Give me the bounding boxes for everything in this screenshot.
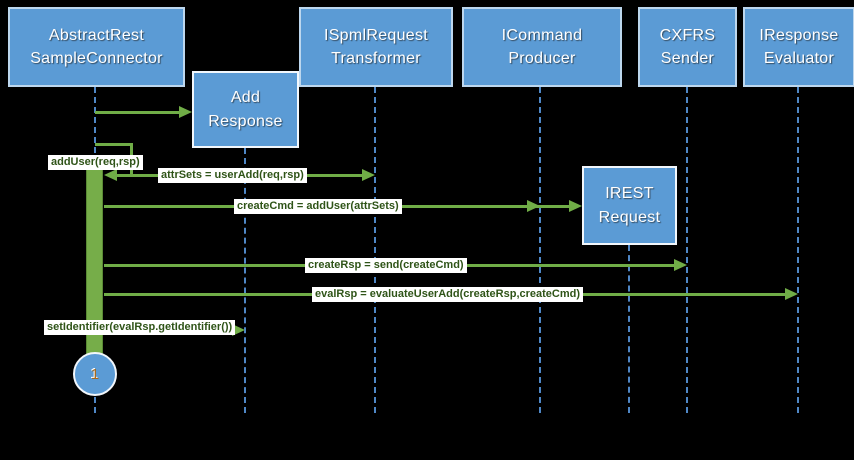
arrowhead-icon bbox=[104, 169, 117, 181]
step-number: 1 bbox=[90, 365, 100, 383]
lifeline-irest-request bbox=[628, 245, 630, 413]
participant-label-line2: Sender bbox=[660, 50, 715, 67]
object-label-line2: Response bbox=[208, 112, 283, 130]
object-box-add-response: Add Response bbox=[192, 71, 299, 148]
participant-box-cxfrs-sender: CXFRS Sender bbox=[638, 7, 737, 87]
message-label-create-rsp: createRsp = send(createCmd) bbox=[305, 258, 467, 273]
participant-box-ispml-request-transformer: ISpmlRequest Transformer bbox=[299, 7, 453, 87]
arrowhead-icon bbox=[232, 324, 245, 336]
arrowhead-icon bbox=[785, 288, 798, 300]
participant-box-icommand-producer: ICommand Producer bbox=[462, 7, 622, 87]
lifeline-iresponse-evaluator bbox=[797, 87, 799, 413]
participant-label-line2: Producer bbox=[508, 50, 576, 67]
arrowhead-icon bbox=[527, 200, 540, 212]
message-arrow-self-loop-top bbox=[95, 143, 133, 146]
participant-label-line2: Transformer bbox=[331, 50, 421, 67]
object-label-line1: IREST bbox=[605, 185, 654, 203]
arrowhead-icon bbox=[179, 106, 192, 118]
participant-box-iresponse-evaluator: IResponse Evaluator bbox=[743, 7, 854, 87]
arrowhead-icon bbox=[569, 200, 582, 212]
lifeline-ispml-request-transformer bbox=[374, 87, 376, 413]
participant-label-line1: AbstractRest bbox=[48, 26, 145, 44]
message-arrow-create-add-response bbox=[95, 111, 181, 114]
message-label-create-cmd: createCmd = addUser(attrSets) bbox=[234, 199, 402, 214]
arrowhead-icon bbox=[674, 259, 687, 271]
message-label-attr-sets: attrSets = userAdd(req,rsp) bbox=[158, 168, 307, 183]
object-label-line1: Add bbox=[230, 89, 261, 107]
lifeline-add-response bbox=[244, 148, 246, 413]
participant-label-line1: ICommand bbox=[501, 26, 583, 44]
participant-label-line1: IResponse bbox=[759, 26, 839, 44]
participant-label-line2: Evaluator bbox=[763, 50, 835, 67]
object-label-line2: Request bbox=[598, 208, 661, 226]
message-label-set-identifier: setIdentifier(evalRsp.getIdentifier()) bbox=[44, 320, 236, 335]
message-label-add-user: addUser(req,rsp) bbox=[48, 155, 143, 170]
participant-label-line1: ISpmlRequest bbox=[323, 26, 429, 44]
lifeline-cxfrs-sender bbox=[686, 87, 688, 413]
arrowhead-icon bbox=[362, 169, 375, 181]
step-marker-circle: 1 bbox=[73, 352, 117, 396]
participant-label-line1: CXFRS bbox=[659, 26, 716, 44]
message-label-eval-rsp: evalRsp = evaluateUserAdd(createRsp,crea… bbox=[312, 287, 584, 302]
participant-box-abstract-rest-sample-connector: AbstractRest SampleConnector bbox=[8, 7, 185, 87]
lifeline-icommand-producer bbox=[539, 87, 541, 413]
participant-label-line2: SampleConnector bbox=[30, 50, 163, 67]
object-box-irest-request: IREST Request bbox=[582, 166, 677, 245]
